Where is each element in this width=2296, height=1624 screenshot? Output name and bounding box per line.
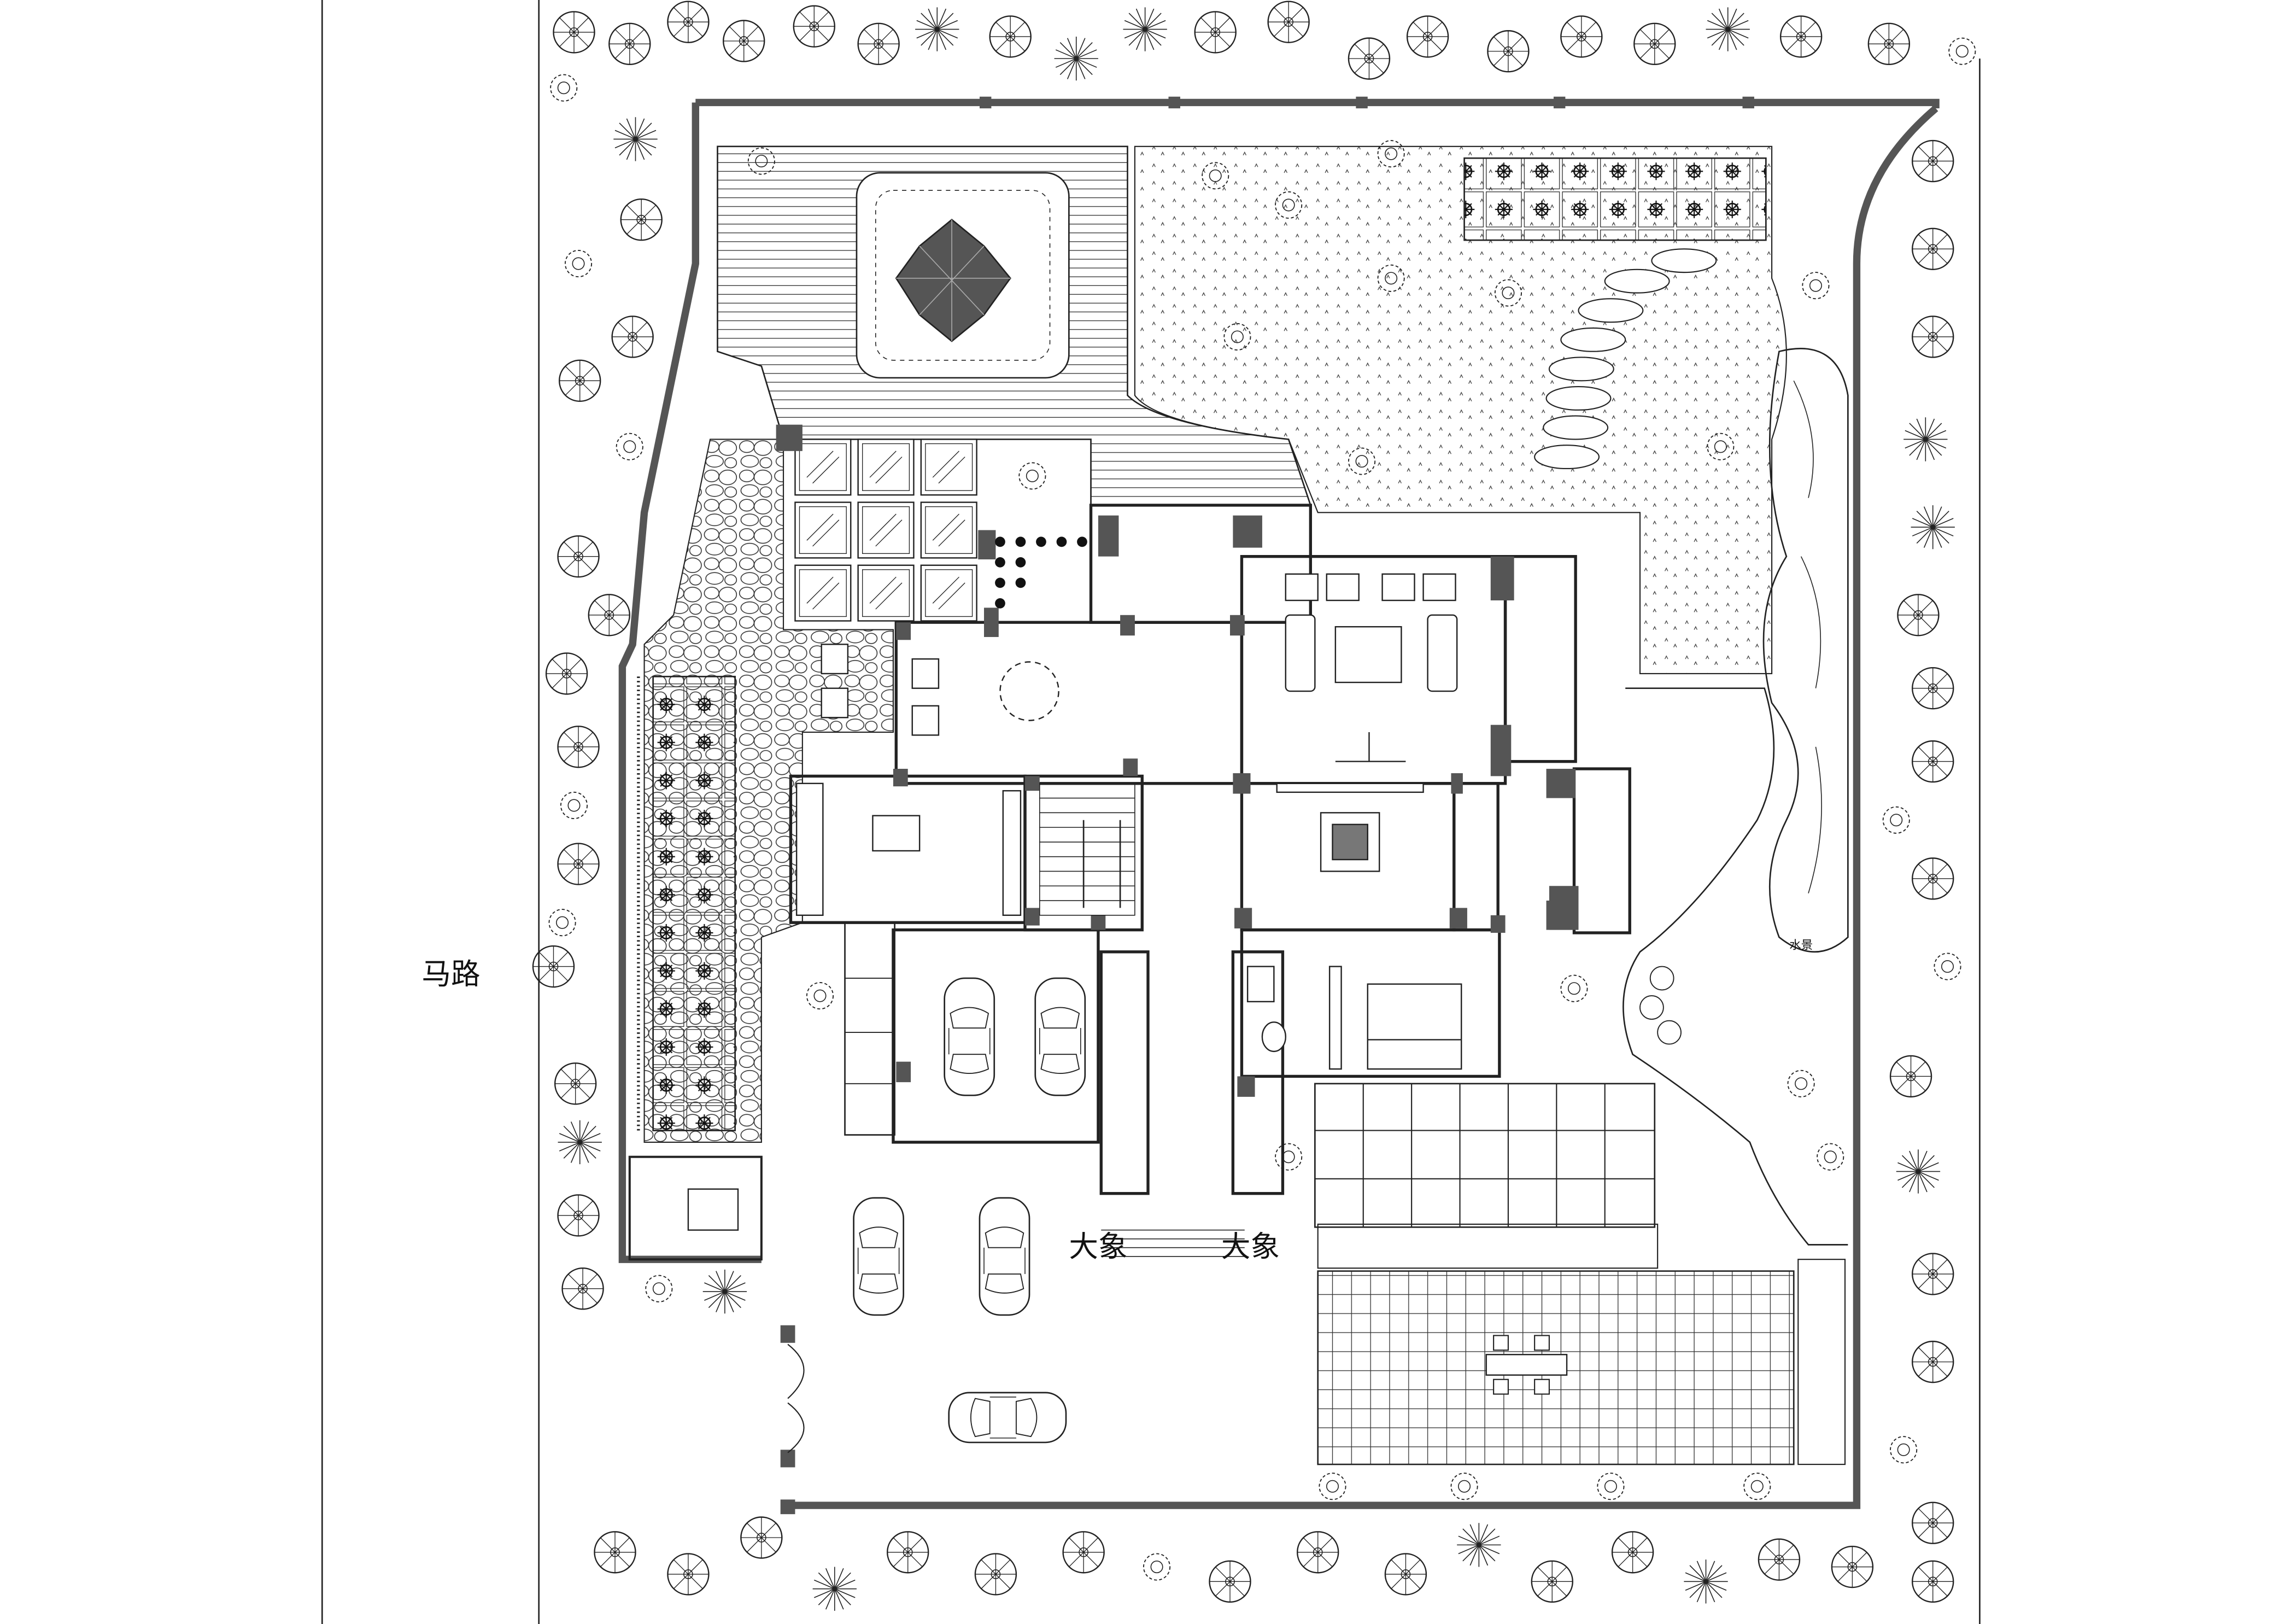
vegetable-beds-left <box>637 675 736 1131</box>
trees-top <box>553 1 1976 81</box>
planter-strip <box>1317 1223 1846 1465</box>
glass-roof-top <box>794 439 977 622</box>
driveway-cars <box>853 1197 1067 1444</box>
bathroom <box>1246 966 1286 1053</box>
entrance-gate <box>787 1343 805 1453</box>
road-label: 马路 <box>421 957 480 991</box>
stepping-stones <box>1534 248 1717 470</box>
bedroom-bed <box>1328 966 1462 1070</box>
wall-piers <box>780 96 1754 1515</box>
car-1 <box>944 977 995 1096</box>
tea-table <box>1320 812 1380 872</box>
dining-area <box>821 644 1059 736</box>
elephant-statue-left: 大象 <box>1069 1229 1127 1264</box>
stairs <box>1039 782 1135 916</box>
entry-steps <box>1101 1229 1245 1257</box>
water-feature-label: 水景 <box>1789 938 1813 952</box>
car-3 <box>853 1197 905 1316</box>
guard-room <box>628 1155 763 1261</box>
tiled-terrace <box>1317 1270 1795 1465</box>
living-room-furniture <box>1276 573 1458 793</box>
car-4 <box>979 1197 1030 1316</box>
glass-roof-garage <box>844 921 895 1136</box>
wall-columns <box>776 424 1579 1097</box>
property-boundary <box>321 0 1981 1624</box>
flower-beds-top <box>1463 157 1767 241</box>
glass-roof-courtyard <box>1314 1083 1656 1228</box>
trees-right <box>1882 139 1961 1603</box>
elephant-statue-right: 大象 <box>1221 1229 1280 1264</box>
car-2 <box>1034 977 1086 1096</box>
pavilion <box>895 218 1011 342</box>
garage <box>944 977 1086 1096</box>
topiary-row <box>995 536 1087 609</box>
garden-pond <box>1623 687 1848 1246</box>
boundary-wall <box>618 98 1940 1509</box>
trees-bottom <box>594 1516 1874 1611</box>
water-feature: 水景 <box>1762 348 1849 953</box>
kitchen <box>795 782 1022 916</box>
car-5 <box>948 1392 1067 1444</box>
